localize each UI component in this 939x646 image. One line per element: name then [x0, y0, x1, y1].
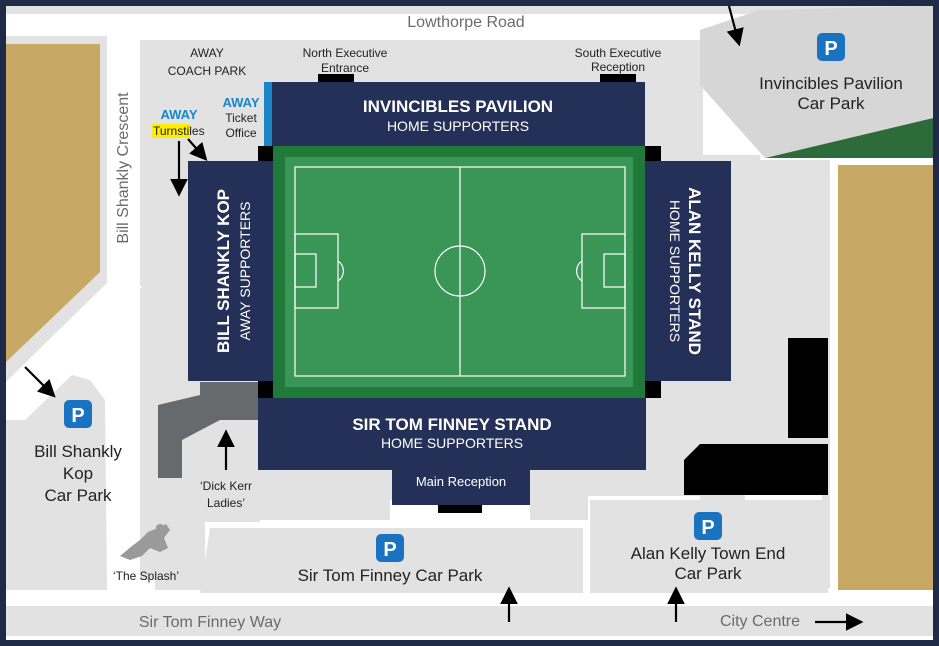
splash-statue-icon	[120, 524, 170, 560]
stand-north-title: INVINCIBLES PAVILION	[363, 97, 553, 116]
arrow-ticket	[187, 138, 208, 161]
finney-way-label: Sir Tom Finney Way	[139, 614, 281, 631]
south-exec-label-1: South Executive	[575, 46, 662, 60]
building-southeast	[684, 444, 828, 495]
away-ticket-title: AWAY	[222, 95, 259, 110]
south-exec-label-2: Reception	[591, 60, 645, 74]
shankly-car-park-label-2: Kop	[63, 464, 93, 483]
arrow-invincibles	[726, 5, 744, 47]
stand-south	[258, 398, 646, 470]
building-east	[788, 338, 828, 438]
stand-south-sub: HOME SUPPORTERS	[381, 435, 523, 451]
point-labels: AWAY COACH PARK North Executive Entrance…	[113, 46, 662, 583]
away-turnstiles-title: AWAY	[160, 107, 197, 122]
parking-icon-shankly-letter: P	[71, 405, 84, 427]
kelly-car-park-label-2: Car Park	[674, 564, 742, 583]
away-ticket-label-3: Office	[225, 126, 256, 140]
stand-west-sub: AWAY SUPPORTERS	[237, 202, 253, 341]
arrow-shankly	[24, 366, 56, 398]
invincibles-car-park-label-2: Car Park	[797, 94, 865, 113]
away-coach-label-1: AWAY	[190, 46, 224, 60]
reception-step	[438, 505, 482, 513]
parking-icon-kelly-letter: P	[701, 517, 714, 539]
stand-west-title: BILL SHANKLY KOP	[214, 189, 233, 353]
concourse	[158, 382, 258, 478]
car-parks: P Invincibles Pavilion Car Park P Bill S…	[34, 33, 903, 585]
city-centre-label: City Centre	[720, 613, 800, 630]
away-coach-label-2: COACH PARK	[168, 64, 246, 78]
north-exec-label-2: Entrance	[321, 61, 369, 75]
parking-icon-invincibles	[817, 33, 845, 61]
pitch-markings	[294, 166, 626, 377]
turnstiles-highlight	[152, 124, 190, 138]
invincibles-car-park-area	[700, 6, 933, 158]
shankly-crescent-label: Bill Shankly Crescent	[115, 92, 132, 244]
stand-west	[188, 161, 274, 381]
stand-north-sub: HOME SUPPORTERS	[387, 118, 529, 134]
kelly-car-park-label-1: Alan Kelly Town End	[631, 544, 786, 563]
away-turnstiles-label: Turnstiles	[153, 124, 205, 138]
pitch	[285, 157, 633, 387]
parking-icon-finney-letter: P	[383, 539, 396, 561]
away-ticket-marker	[264, 82, 272, 146]
main-reception-block	[392, 468, 530, 505]
parking-icon-shankly	[64, 400, 92, 428]
dick-kerr-label-2: Ladies’	[207, 496, 245, 510]
shankly-car-park-label-1: Bill Shankly	[34, 442, 122, 461]
sand-areas	[6, 44, 933, 590]
stand-east-sub: HOME SUPPORTERS	[667, 200, 683, 342]
stand-north	[272, 82, 645, 146]
splash-label: ‘The Splash’	[113, 569, 179, 583]
parking-icon-invincibles-letter: P	[824, 38, 837, 60]
direction-arrows	[24, 5, 864, 631]
stand-south-title: SIR TOM FINNEY STAND	[352, 415, 551, 434]
stadium: INVINCIBLES PAVILION HOME SUPPORTERS SIR…	[188, 74, 731, 513]
north-exec-label-1: North Executive	[303, 46, 388, 60]
parking-icon-kelly	[694, 512, 722, 540]
main-reception-label: Main Reception	[416, 474, 506, 489]
buildings	[684, 338, 828, 495]
parking-icon-finney	[376, 534, 404, 562]
stand-east	[645, 161, 731, 381]
stand-east-title: ALAN KELLY STAND	[685, 187, 704, 355]
invincibles-car-park-label-1: Invincibles Pavilion	[759, 74, 903, 93]
finney-car-park-label: Sir Tom Finney Car Park	[298, 566, 483, 585]
lowthorpe-road-label: Lowthorpe Road	[407, 14, 524, 31]
dick-kerr-label-1: ‘Dick Kerr	[200, 479, 252, 493]
away-ticket-label-2: Ticket	[225, 111, 257, 125]
shankly-car-park-label-3: Car Park	[44, 486, 112, 505]
